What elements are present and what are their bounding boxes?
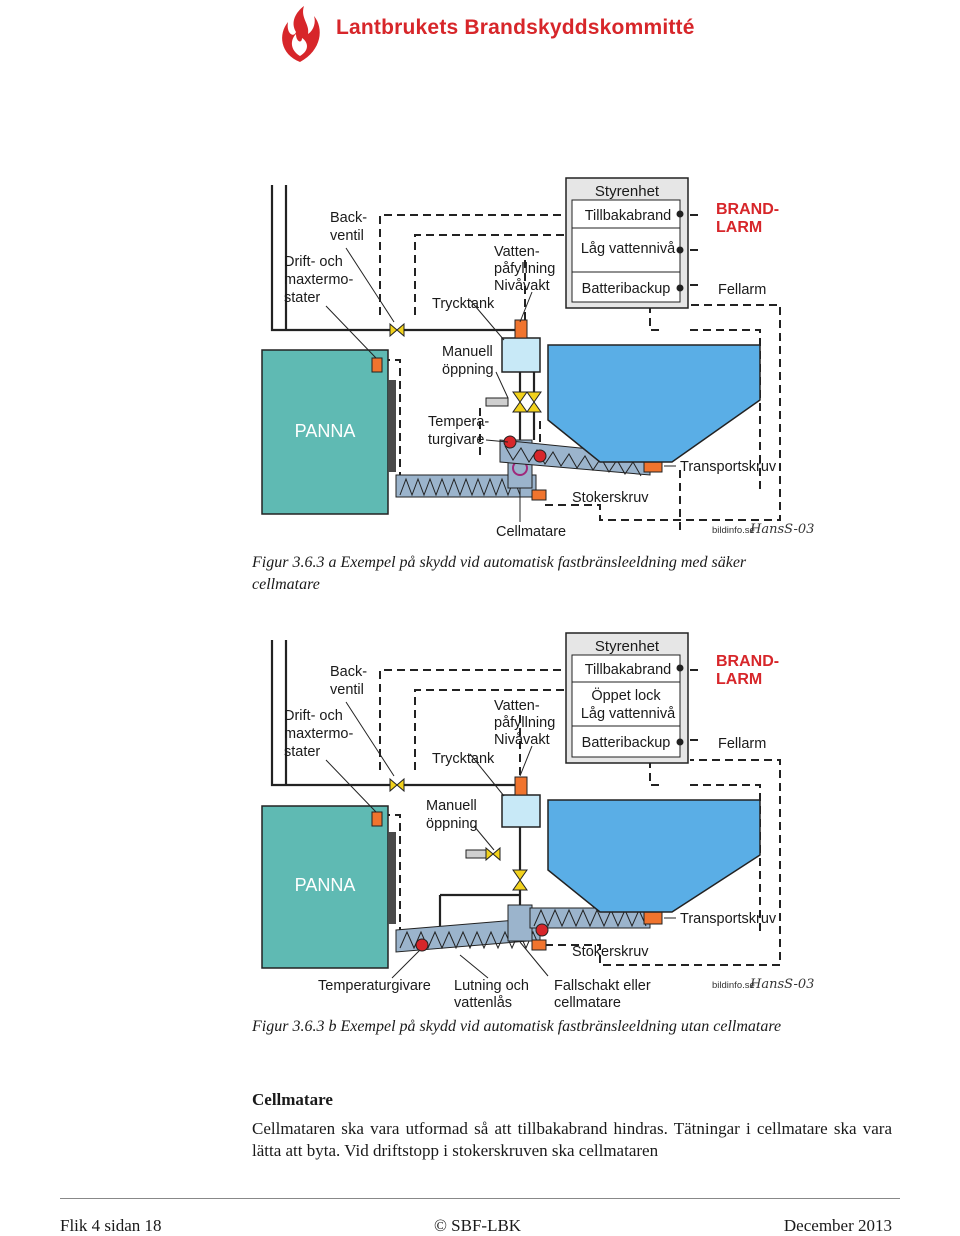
signature: HansS-03 <box>749 522 814 537</box>
fellarm-label: Fellarm <box>718 282 766 298</box>
pressure-tank-b <box>501 794 541 828</box>
stokerskruv-label-b: Stokerskruv <box>572 944 649 960</box>
backventil-label: Back- ventil <box>330 210 371 244</box>
brandlarm-label: BRAND- LARM <box>716 201 784 236</box>
cellmatare-label: Cellmatare <box>496 524 566 540</box>
control-unit-box: Styrenhet Tillbakabrand Låg vattennivå B… <box>565 177 689 309</box>
lag-vattenniva-label-b: Låg vattennivå <box>581 706 676 722</box>
section-title: Cellmatare <box>252 1090 333 1109</box>
control-unit-box-b: Styrenhet Tillbakabrand Öppet lock Låg v… <box>565 632 689 764</box>
thermostat-sensor <box>371 357 383 373</box>
vattenpafyllning-label: Vatten- påfyllning Nivåvakt <box>494 244 559 294</box>
brandlarm-label-b: BRAND- LARM <box>716 653 784 688</box>
section-body: Cellmataren ska vara utformad så att til… <box>252 1119 892 1160</box>
lag-vattenniva-label: Låg vattennivå <box>581 241 676 257</box>
tillbakabrand-label-b: Tillbakabrand <box>585 662 672 678</box>
footer-copyright: © SBF-LBK <box>434 1216 522 1235</box>
fellarm-label-b: Fellarm <box>718 736 766 752</box>
valves-b <box>389 777 528 891</box>
boiler <box>261 349 389 515</box>
fallschakt-label: Fallschakt eller cellmatare <box>554 978 655 1011</box>
manuell-label: Manuell öppning <box>442 344 497 378</box>
trycktank-label-b: Trycktank <box>432 751 495 767</box>
temperaturgivare-label: Tempera- turgivare <box>428 414 493 448</box>
page-header: Lantbrukets Brandskyddskommitté <box>270 0 960 70</box>
fuel-hopper-b <box>547 799 761 913</box>
figure-a-diagram: Styrenhet Tillbakabrand Låg vattennivå B… <box>261 177 814 540</box>
drift-label-b: Drift- och maxtermo- stater <box>284 708 357 760</box>
footer-page: Flik 4 sidan 18 <box>60 1216 162 1235</box>
org-name: Lantbrukets Brandskyddskommitté <box>336 16 695 39</box>
vattenpafyllning-label-b: Vatten- påfyllning Nivåvakt <box>494 698 559 748</box>
transport-screw-b <box>529 907 663 929</box>
manuell-label-b: Manuell öppning <box>426 798 481 832</box>
figure-b-diagram: Styrenhet Tillbakabrand Öppet lock Låg v… <box>261 632 814 1011</box>
valves <box>389 322 542 413</box>
pressure-tank <box>501 337 541 373</box>
temperaturgivare-label-b: Temperaturgivare <box>318 978 431 994</box>
batteribackup-label: Batteribackup <box>582 281 671 297</box>
stoker-screw-b <box>395 917 547 953</box>
credit-label: bildinfo.se <box>712 525 755 536</box>
boiler-b <box>261 805 389 969</box>
caption-b: Figur 3.6.3 b Exempel på skydd vid autom… <box>252 1018 782 1035</box>
styrenhet-label: Styrenhet <box>595 183 660 200</box>
transportskruv-label: Transportskruv <box>680 459 777 475</box>
footer-date: December 2013 <box>783 1216 892 1235</box>
transportskruv-label-b: Transportskruv <box>680 911 777 927</box>
signature-b: HansS-03 <box>749 977 814 992</box>
footer-divider <box>60 1198 900 1199</box>
panna-label-b: PANNA <box>295 875 356 895</box>
oppet-lock-label: Öppet lock <box>591 686 661 704</box>
stokerskruv-label: Stokerskruv <box>572 490 649 506</box>
batteribackup-label-b: Batteribackup <box>582 735 671 751</box>
styrenhet-label-b: Styrenhet <box>595 638 660 655</box>
backventil-label-b: Back- ventil <box>330 664 371 698</box>
fuel-hopper <box>547 344 761 463</box>
lutning-label: Lutning och vattenlås <box>454 978 533 1011</box>
trycktank-label: Trycktank <box>432 296 495 312</box>
panna-label: PANNA <box>295 421 356 441</box>
caption-a: Figur 3.6.3 a Exempel på skydd vid autom… <box>252 554 747 593</box>
credit-label-b: bildinfo.se <box>712 980 755 991</box>
stoker-screw <box>395 474 547 501</box>
flame-logo-icon <box>282 6 320 62</box>
tillbakabrand-label: Tillbakabrand <box>585 208 672 224</box>
drift-label: Drift- och maxtermo- stater <box>284 254 357 306</box>
